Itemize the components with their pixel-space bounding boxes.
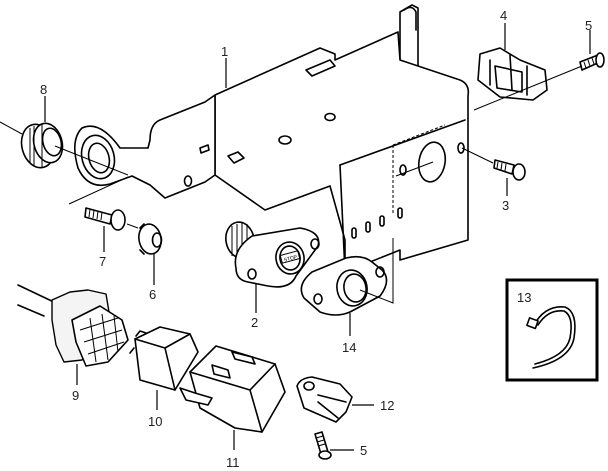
callout-2: 2 xyxy=(251,315,258,330)
callout-9: 9 xyxy=(72,388,79,403)
inset-cable-tie xyxy=(505,278,599,382)
callout-5-bottom: 5 xyxy=(360,443,367,458)
part-screw-bottom xyxy=(314,431,332,460)
callout-3: 3 xyxy=(502,198,509,213)
callout-7: 7 xyxy=(99,254,106,269)
callout-4: 4 xyxy=(500,8,507,23)
part-clip xyxy=(296,376,353,423)
part-connector-holder xyxy=(477,47,548,101)
part-connector-plug xyxy=(17,284,129,367)
callout-labels: 1 8 4 5 3 7 6 2 14 9 10 11 12 5 13 xyxy=(40,8,592,470)
part-screw-top xyxy=(579,52,605,71)
part-screw-7 xyxy=(84,207,126,231)
assembly-lines xyxy=(0,65,583,304)
callout-14: 14 xyxy=(342,340,356,355)
callout-6: 6 xyxy=(149,287,156,302)
part-flange-seal xyxy=(300,255,388,316)
part-screw-3 xyxy=(493,159,526,181)
callout-5-top: 5 xyxy=(585,18,592,33)
callout-11: 11 xyxy=(226,455,240,470)
part-rubber-grommet xyxy=(20,122,64,169)
callout-1: 1 xyxy=(221,44,228,59)
callout-10: 10 xyxy=(148,414,162,429)
callout-8: 8 xyxy=(40,82,47,97)
callout-13: 13 xyxy=(517,290,531,305)
part-relay-cover xyxy=(179,345,286,433)
part-relay xyxy=(129,326,199,391)
stop-text: STOP xyxy=(283,254,298,263)
part-stop-switch: STOP xyxy=(225,221,320,288)
callout-leaders xyxy=(44,23,591,451)
callout-12: 12 xyxy=(380,398,394,413)
part-grommet-washer xyxy=(138,223,163,255)
